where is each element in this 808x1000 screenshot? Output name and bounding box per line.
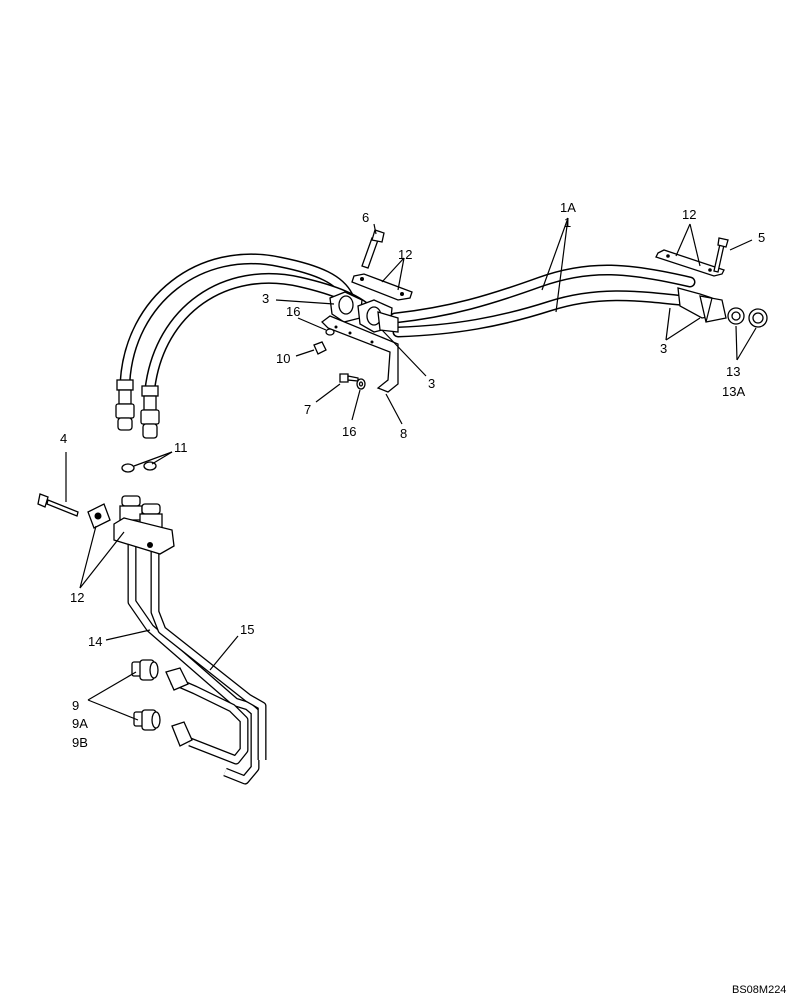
tube-connector-block xyxy=(113,495,175,555)
bracket-8 xyxy=(321,315,399,393)
callout-3-right: 3 xyxy=(660,341,667,356)
callout-9B: 9B xyxy=(72,735,88,750)
clamp-group-center xyxy=(329,291,399,333)
bolt-5 xyxy=(713,237,729,273)
leader-lines xyxy=(65,217,757,721)
callout-11: 11 xyxy=(174,440,188,455)
callout-labels: 1A 1 12 5 6 12 3 16 10 3 7 16 8 3 13 13A… xyxy=(60,200,765,750)
caps-13 xyxy=(727,307,768,328)
bolt-7 xyxy=(339,373,359,383)
callout-3-center-left: 3 xyxy=(262,291,269,306)
plate-left xyxy=(87,503,111,529)
callout-12-left: 12 xyxy=(70,590,84,605)
plate-center xyxy=(351,273,413,301)
tube-end-nuts xyxy=(165,667,193,747)
callout-4: 4 xyxy=(60,431,67,446)
washer-16b xyxy=(356,378,366,390)
callout-15: 15 xyxy=(240,622,254,637)
nut-10 xyxy=(313,341,327,355)
hose-assembly xyxy=(119,253,702,394)
callout-1: 1 xyxy=(564,215,571,230)
callout-1A: 1A xyxy=(560,200,576,215)
tubes xyxy=(127,540,267,785)
bolt-4 xyxy=(37,493,79,517)
callout-8: 8 xyxy=(400,426,407,441)
callout-13A: 13A xyxy=(722,384,745,399)
bolt-6 xyxy=(361,229,385,269)
callout-12-center: 12 xyxy=(398,247,412,262)
callout-10: 10 xyxy=(276,351,290,366)
callout-9: 9 xyxy=(72,698,79,713)
callout-6: 6 xyxy=(362,210,369,225)
callout-14: 14 xyxy=(88,634,102,649)
callout-5: 5 xyxy=(758,230,765,245)
callout-9A: 9A xyxy=(72,716,88,731)
callout-12-right: 12 xyxy=(682,207,696,222)
callout-16-bottom: 16 xyxy=(342,424,356,439)
callout-7: 7 xyxy=(304,402,311,417)
callout-3-center-right: 3 xyxy=(428,376,435,391)
o-rings-11 xyxy=(121,461,157,473)
hose-end-fittings-right xyxy=(677,287,727,323)
hose-end-fittings-left xyxy=(115,379,160,439)
adapter-9-upper xyxy=(131,659,159,681)
plate-right xyxy=(655,249,725,277)
callout-16-top: 16 xyxy=(286,304,300,319)
callout-13: 13 xyxy=(726,364,740,379)
drawing-code: BS08M224 xyxy=(732,984,786,996)
